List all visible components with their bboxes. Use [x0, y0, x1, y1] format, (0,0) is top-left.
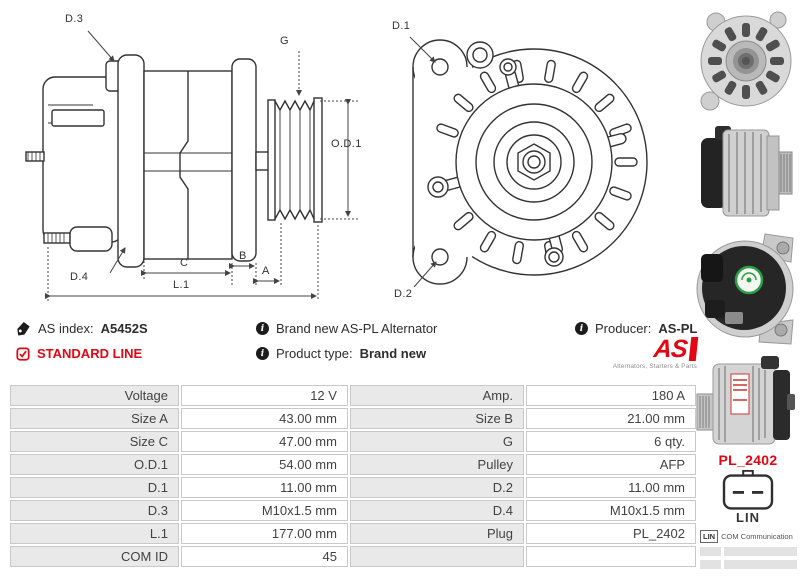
as-logo-subtitle: Alternators, Starters & Parts [612, 363, 697, 370]
spec-label-cell: D.2 [349, 477, 524, 498]
product-type-value: Brand new [359, 346, 427, 361]
legend-description: COM Communication [721, 532, 793, 541]
as-pl-brand-logo: AS Alternators, Starters & Parts [612, 335, 699, 370]
spec-label-cell: Pulley [349, 454, 524, 475]
dim-label-d1: D.1 [392, 20, 411, 32]
dim-label-g: G [280, 35, 289, 47]
product-type-line: Product type: Brand new [256, 346, 426, 361]
dim-label-od1: O.D.1 [331, 138, 362, 150]
as-index-line: AS index: A5452S [16, 321, 148, 336]
spec-value-cell: 6 qty. [525, 431, 696, 452]
spec-label-cell: Voltage [10, 385, 179, 406]
spec-value-cell: 12 V [180, 385, 348, 406]
spec-label-cell: Amp. [349, 385, 524, 406]
plug-code-label: PL_2402 [718, 452, 778, 468]
dim-label-b: B [239, 250, 247, 262]
producer-line: Producer: AS-PL [575, 321, 697, 336]
spec-value-cell: 45 [180, 546, 348, 567]
spec-value-cell: 180 A [525, 385, 696, 406]
description-line: Brand new AS-PL Alternator [256, 321, 437, 336]
spec-value-cell: AFP [525, 454, 696, 475]
spec-value-cell: M10x1.5 mm [180, 500, 348, 521]
spec-value-cell: 43.00 mm [180, 408, 348, 429]
alternator-side-view-drawing: D.3 G O.D.1 D.4 C B A L.1 [18, 5, 378, 310]
front-view-svg [409, 36, 648, 288]
product-photo-side-left[interactable] [695, 118, 797, 226]
standard-line: STANDARD LINE [16, 346, 142, 361]
plug-connector-icon [722, 469, 774, 515]
spec-label-cell: Size B [349, 408, 524, 429]
spec-label-cell: Plug [349, 523, 524, 544]
info-icon [575, 322, 588, 335]
spec-value-cell: 54.00 mm [180, 454, 348, 475]
spec-label-cell: G [349, 431, 524, 452]
product-photo-front[interactable] [695, 8, 797, 114]
plug-pin-label: LIN [736, 510, 760, 525]
checkbox-checked-icon [16, 346, 30, 361]
dim-label-d4: D.4 [70, 271, 89, 283]
spec-value-cell: PL_2402 [525, 523, 696, 544]
legend-code: LIN [700, 530, 719, 543]
side-view-svg [25, 30, 358, 301]
spec-label-cell: D.1 [10, 477, 179, 498]
as-logo-mark: AS [653, 335, 699, 363]
spec-label-cell: D.3 [10, 500, 179, 521]
dim-label-d2: D.2 [394, 288, 413, 300]
spec-value-cell: 21.00 mm [525, 408, 696, 429]
info-icon [256, 322, 269, 335]
as-index-label: AS index: [38, 321, 94, 336]
legend-placeholder-row [700, 560, 797, 569]
dim-label-c: C [180, 257, 189, 269]
spec-value-cell: 177.00 mm [180, 523, 348, 544]
dim-label-d3: D.3 [65, 13, 84, 25]
spec-label-cell: COM ID [10, 546, 179, 567]
dim-label-a: A [262, 265, 270, 277]
spec-value-cell: M10x1.5 mm [525, 500, 696, 521]
spec-label-cell: Size A [10, 408, 179, 429]
info-icon [256, 347, 269, 360]
spec-label-cell: D.4 [349, 500, 524, 521]
alternator-front-view-drawing: D.1 D.2 [362, 5, 672, 305]
producer-label: Producer: [595, 321, 652, 336]
spec-value-cell [525, 546, 696, 567]
plug-legend: LIN COM Communication [700, 530, 797, 573]
spec-label-cell: L.1 [10, 523, 179, 544]
as-index-value: A5452S [100, 321, 148, 336]
spec-label-cell: Size C [10, 431, 179, 452]
product-description: Brand new AS-PL Alternator [276, 321, 438, 336]
spec-label-cell: O.D.1 [10, 454, 179, 475]
product-photo-side-right[interactable] [695, 356, 797, 450]
spec-value-cell: 47.00 mm [180, 431, 348, 452]
standard-line-label: STANDARD LINE [37, 346, 143, 361]
spec-value-cell: 11.00 mm [180, 477, 348, 498]
tag-icon [17, 322, 30, 336]
producer-value: AS-PL [658, 321, 698, 336]
spec-value-cell: 11.00 mm [525, 477, 696, 498]
legend-placeholder-row [700, 547, 797, 556]
product-photo-rear[interactable] [695, 228, 797, 350]
product-type-label: Product type: [276, 346, 353, 361]
legend-entry: LIN COM Communication [700, 530, 797, 543]
spec-label-cell [349, 546, 524, 567]
dim-label-l1: L.1 [173, 279, 190, 291]
